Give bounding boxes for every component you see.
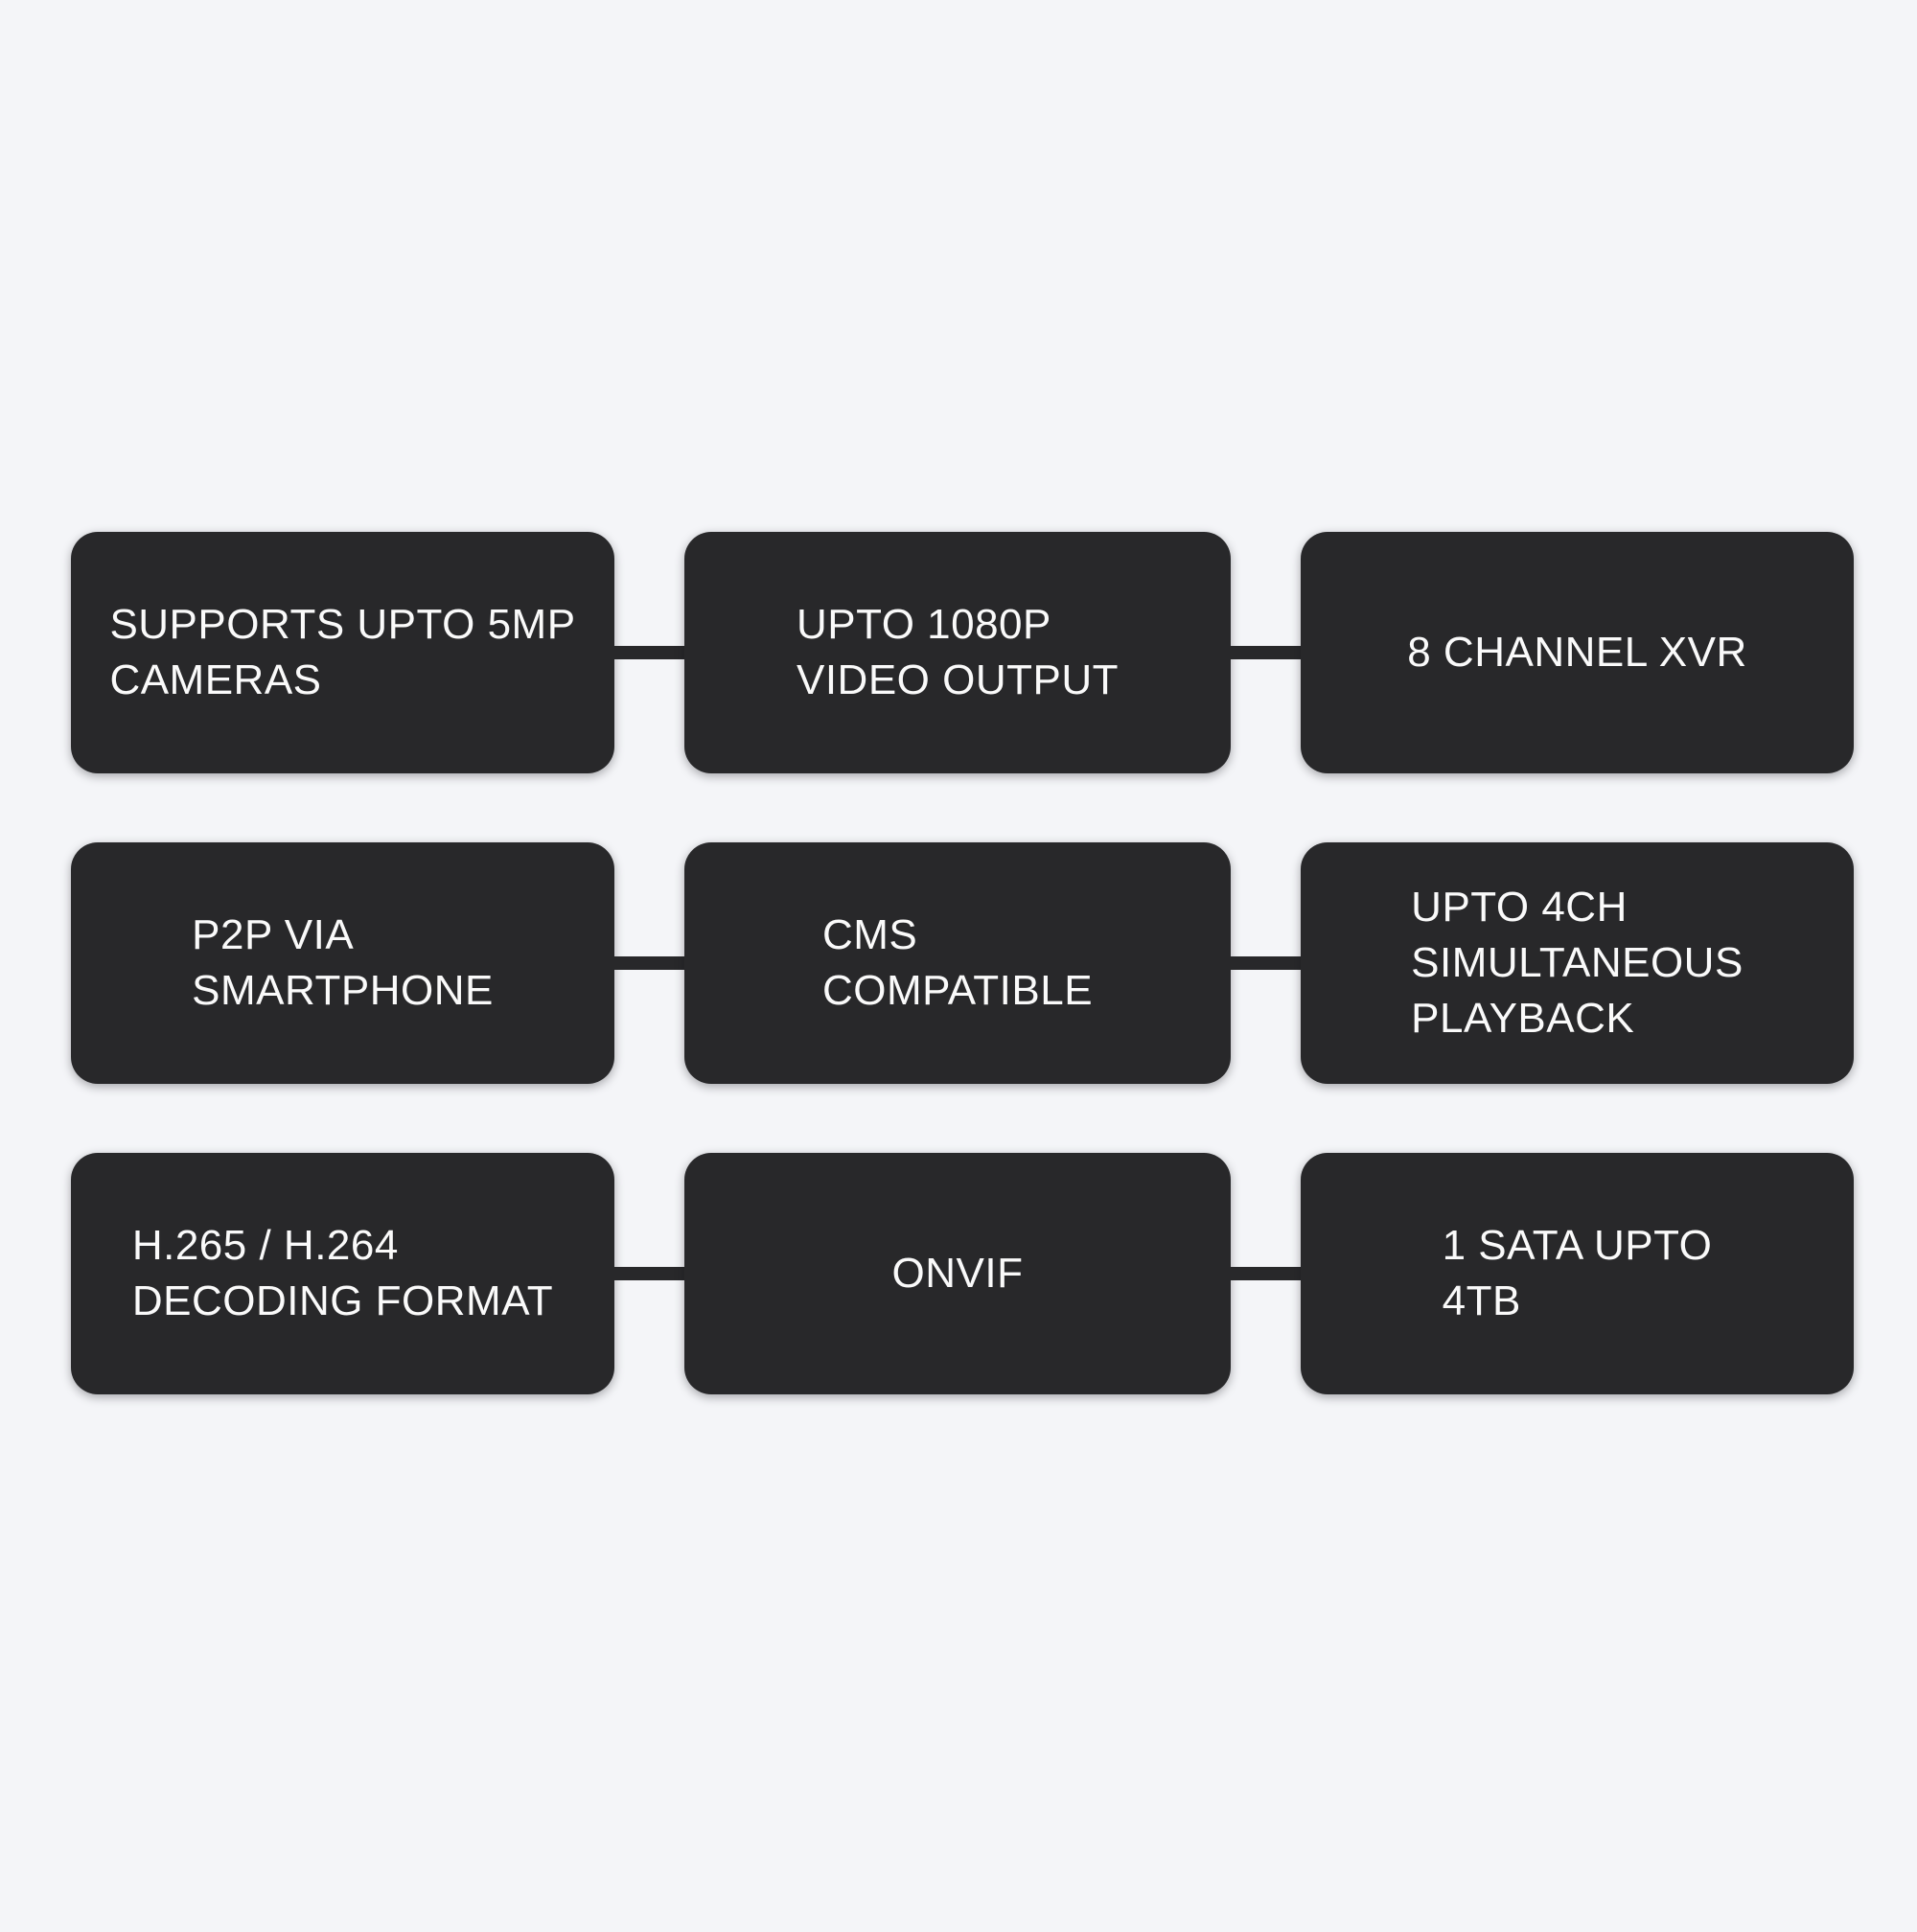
node-label: 1 SATA UPTO 4TB [1442,1221,1713,1324]
node-4ch-simultaneous-playback: UPTO 4CH SIMULTANEOUS PLAYBACK [1301,842,1854,1084]
node-label: 8 CHANNEL XVR [1407,628,1747,676]
node-label: P2P VIA SMARTPHONE [192,910,494,1014]
node-cms-compatible: CMS COMPATIBLE [684,842,1231,1084]
connector-line [1231,1267,1301,1280]
node-label: ONVIF [891,1249,1024,1297]
node-label: H.265 / H.264 DECODING FORMAT [131,1221,554,1324]
node-h265-h264-decoding: H.265 / H.264 DECODING FORMAT [71,1153,614,1394]
connector-line [614,1267,684,1280]
node-p2p-smartphone: P2P VIA SMARTPHONE [71,842,614,1084]
node-1080p-video-output: UPTO 1080P VIDEO OUTPUT [684,532,1231,773]
connector-line [1231,646,1301,659]
node-label: SUPPORTS UPTO 5MP CAMERAS [109,600,576,703]
node-1-sata-4tb: 1 SATA UPTO 4TB [1301,1153,1854,1394]
diagram-row-1: SUPPORTS UPTO 5MP CAMERAS UPTO 1080P VID… [71,532,1854,773]
node-label: UPTO 4CH SIMULTANEOUS PLAYBACK [1411,883,1744,1043]
node-onvif: ONVIF [684,1153,1231,1394]
connector-line [1231,956,1301,970]
connector-line [614,956,684,970]
node-8-channel-xvr: 8 CHANNEL XVR [1301,532,1854,773]
node-label: CMS COMPATIBLE [821,910,1094,1014]
node-label: UPTO 1080P VIDEO OUTPUT [796,600,1120,703]
connector-line [614,646,684,659]
diagram-row-2: P2P VIA SMARTPHONE CMS COMPATIBLE UPTO 4… [71,842,1854,1084]
node-supports-5mp-cameras: SUPPORTS UPTO 5MP CAMERAS [71,532,614,773]
diagram-row-3: H.265 / H.264 DECODING FORMAT ONVIF 1 SA… [71,1153,1854,1394]
